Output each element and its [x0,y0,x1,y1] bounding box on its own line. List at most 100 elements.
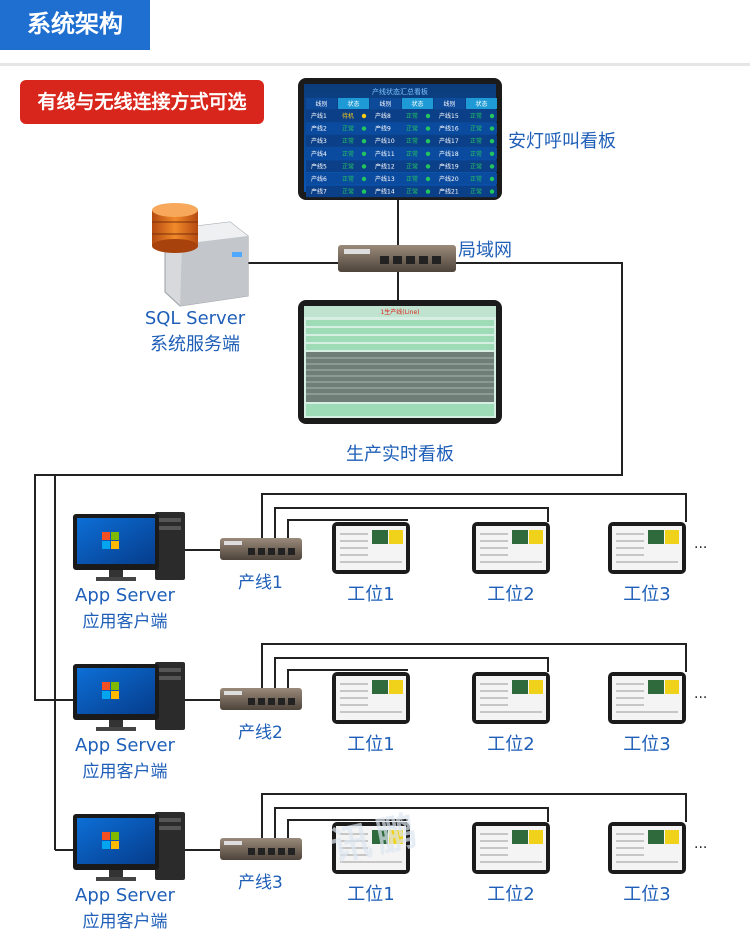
production-line-3 [73,793,687,881]
app-server-name: App Server [75,885,175,906]
andon-line-cell: 产线10 [375,137,395,145]
header-bar [0,0,150,50]
status-dot-icon [489,126,495,131]
more-stations-indicator: ... [694,686,708,702]
andon-status-cell: 正常 [406,125,418,133]
status-dot-icon [361,151,367,156]
andon-status-cell: 正常 [406,162,418,170]
station-label: 工位2 [487,734,535,755]
andon-line-cell: 产线8 [375,112,391,120]
andon-status-cell: 正常 [406,112,418,120]
andon-header-cell: 状态 [411,100,423,108]
andon-header-cell: 状态 [475,100,487,108]
station-terminal-icon [472,522,550,574]
status-dot-icon [361,113,367,119]
line-switch-label: 产线3 [238,873,283,893]
station-terminal-icon [472,672,550,724]
andon-line-cell: 产线14 [375,188,395,196]
andon-line-cell: 产线4 [311,150,327,158]
andon-line-cell: 产线12 [375,162,395,170]
andon-line-cell: 产线18 [439,150,459,158]
andon-status-cell: 正常 [406,150,418,158]
status-dot-icon [489,164,495,169]
status-dot-icon [361,164,367,169]
status-dot-icon [361,126,367,131]
status-dot-icon [361,189,367,194]
station-label: 工位3 [623,734,671,755]
andon-board-caption: 安灯呼叫看板 [508,131,616,152]
andon-line-cell: 产线1 [311,112,327,120]
lan-caption: 局域网 [458,240,512,261]
andon-status-cell: 正常 [470,125,482,133]
andon-status-cell: 正常 [406,188,418,196]
database-icon [152,203,198,253]
andon-line-cell: 产线9 [375,125,391,133]
andon-line-cell: 产线6 [311,175,327,183]
app-server-pc-icon [73,662,185,731]
andon-status-cell: 正常 [406,137,418,145]
andon-line-cell: 产线3 [311,137,327,145]
andon-status-cell: 正常 [470,175,482,183]
station-terminal-icon [332,522,410,574]
andon-line-cell: 产线15 [439,112,459,120]
line-switch-icon [220,688,302,710]
line-switch-icon [220,538,302,560]
status-dot-icon [425,151,431,156]
andon-status-cell: 正常 [342,137,354,145]
andon-line-cell: 产线5 [311,162,327,170]
sql-server-icon [152,203,249,307]
andon-status-cell: 正常 [342,125,354,133]
app-server-role: 应用客户端 [82,912,168,932]
andon-status-cell: 正常 [470,137,482,145]
status-dot-icon [425,176,431,182]
station-label: 工位2 [487,584,535,605]
production-board-caption: 生产实时看板 [346,444,454,465]
andon-status-cell: 正常 [470,112,482,120]
production-line-2 [73,643,687,731]
status-dot-icon [361,139,367,144]
andon-status-cell: 正常 [342,150,354,158]
app-server-role: 应用客户端 [82,612,168,632]
station-terminal-icon [332,822,410,874]
status-dot-icon [489,189,495,194]
status-dot-icon [489,176,495,182]
status-dot-icon [425,139,431,144]
andon-line-cell: 产线2 [311,125,327,133]
status-dot-icon [361,176,367,182]
line-wiring [261,493,687,538]
status-dot-icon [425,113,431,119]
sql-server-name: SQL Server [144,308,246,329]
andon-line-cell: 产线16 [439,125,459,133]
andon-header-cell: 线别 [315,100,327,108]
app-server-role: 应用客户端 [82,762,168,782]
andon-header-cell: 线别 [443,100,455,108]
station-label: 工位3 [623,884,671,905]
station-label: 工位1 [347,734,395,755]
production-board-title: 1生产线(Line) [380,308,419,316]
andon-line-cell: 产线20 [439,175,459,183]
station-terminal-icon [472,822,550,874]
andon-status-cell: 正常 [470,150,482,158]
station-terminal-icon [608,822,686,874]
andon-line-cell: 产线19 [439,162,459,170]
app-server-pc-icon [73,812,185,881]
andon-board-title: 产线状态汇总看板 [372,87,428,96]
line-wiring [261,643,687,688]
station-terminal-icon [608,672,686,724]
lan-switch [338,245,456,272]
andon-status-cell: 待机 [342,112,354,120]
line-switch-label: 产线2 [238,723,283,743]
station-label: 工位2 [487,884,535,905]
status-dot-icon [425,164,431,169]
line-wiring [261,793,687,838]
production-line-1 [73,493,687,581]
status-dot-icon [489,113,495,119]
andon-line-cell: 产线7 [311,188,327,196]
sql-server-role: 系统服务端 [150,334,240,355]
app-server-name: App Server [75,585,175,606]
status-dot-icon [425,126,431,131]
andon-header-cell: 状态 [347,100,359,108]
